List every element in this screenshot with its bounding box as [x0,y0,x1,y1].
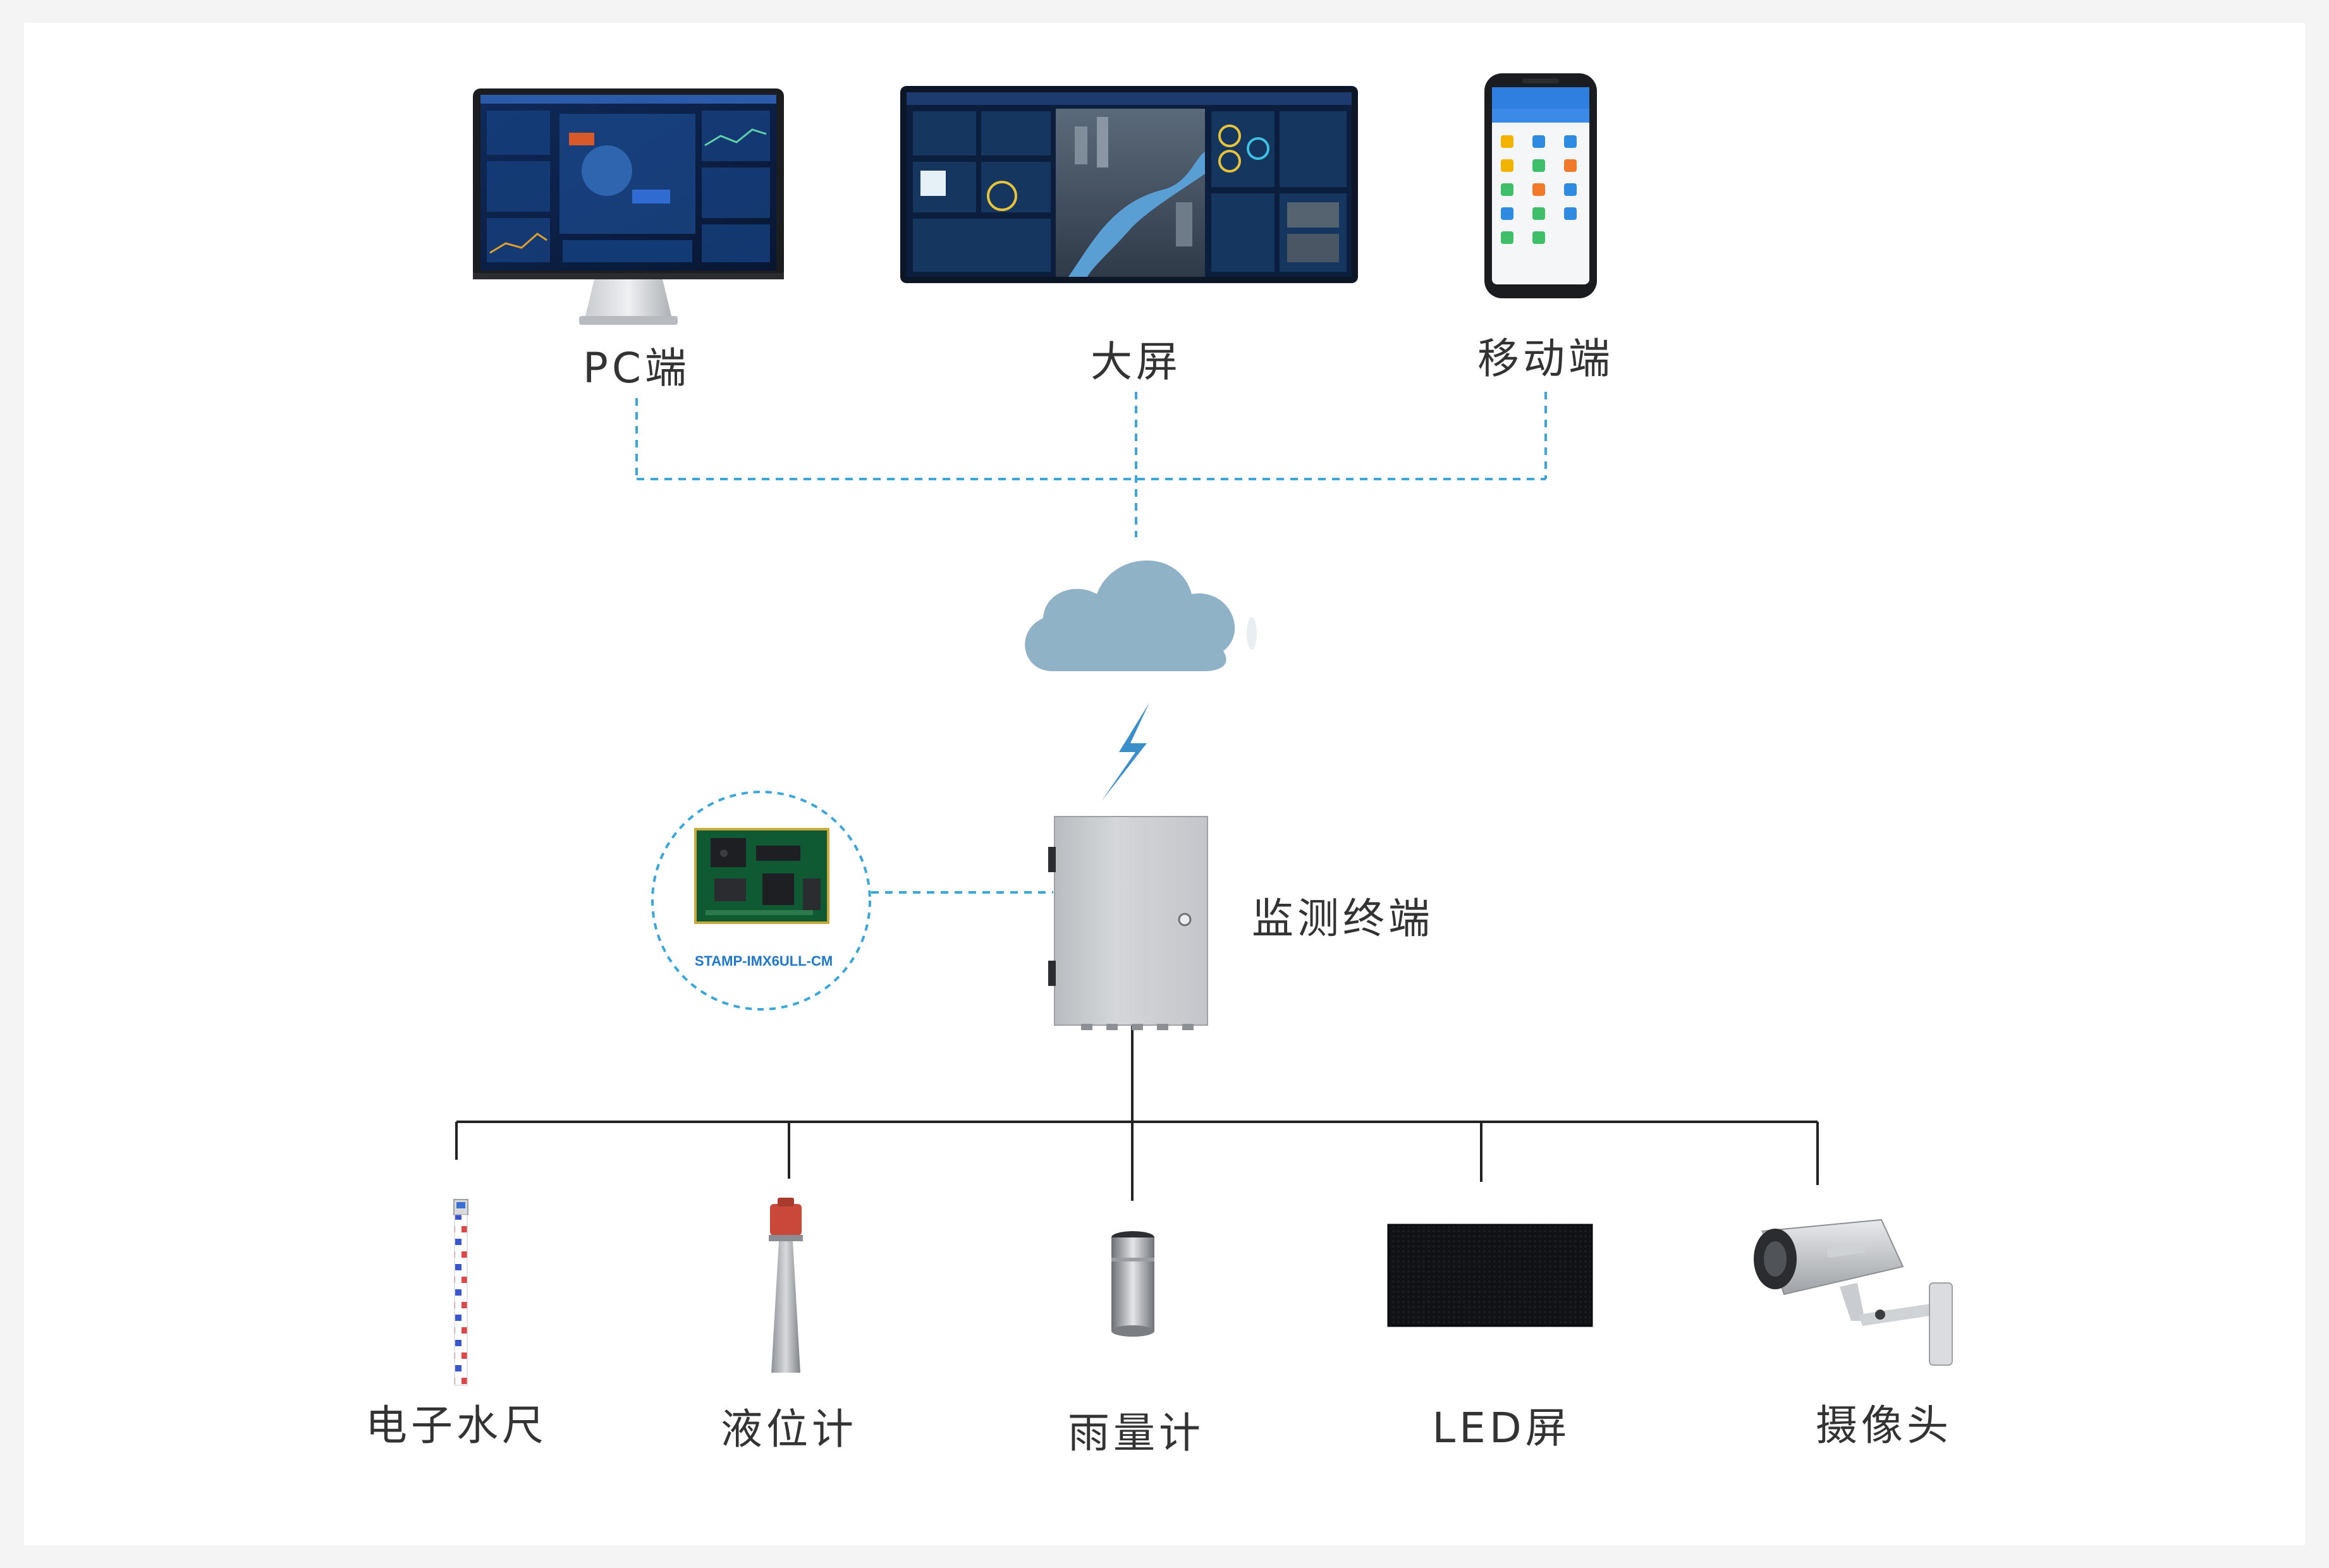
device-label-level-meter: 液位计 [721,1405,857,1454]
client-label-bigscreen: 大屏 [1091,337,1182,386]
led-panel-icon [1387,1224,1593,1327]
smartphone-icon [1484,73,1597,298]
water-gauge-icon [453,1199,468,1386]
circuit-board-icon [694,828,829,924]
client-label-pc: PC端 [583,344,690,392]
lightning-bolt-icon [1101,703,1149,801]
device-label-water-gauge: 电子水尺 [365,1401,547,1450]
desktop-monitor-icon [473,88,784,325]
device-label-rain-gauge: 雨量计 [1068,1409,1204,1457]
terminal-label: 监测终端 [1252,894,1434,943]
client-label-mobile: 移动端 [1477,334,1614,383]
module-label: STAMP-IMX6ULL-CM [695,953,833,969]
security-camera-icon [1754,1219,1953,1366]
rain-gauge-icon [1111,1231,1154,1337]
device-bus [455,1024,1819,1201]
large-display-icon [900,86,1358,283]
device-label-led-screen: LED屏 [1432,1404,1570,1452]
cloud-connectors [635,392,1547,537]
enclosure-box-icon [1048,816,1208,1030]
device-label-camera: 摄像头 [1816,1401,1952,1450]
app-grid [1501,135,1577,244]
radar-level-meter-icon [769,1198,803,1373]
cloud-icon [1025,560,1257,671]
